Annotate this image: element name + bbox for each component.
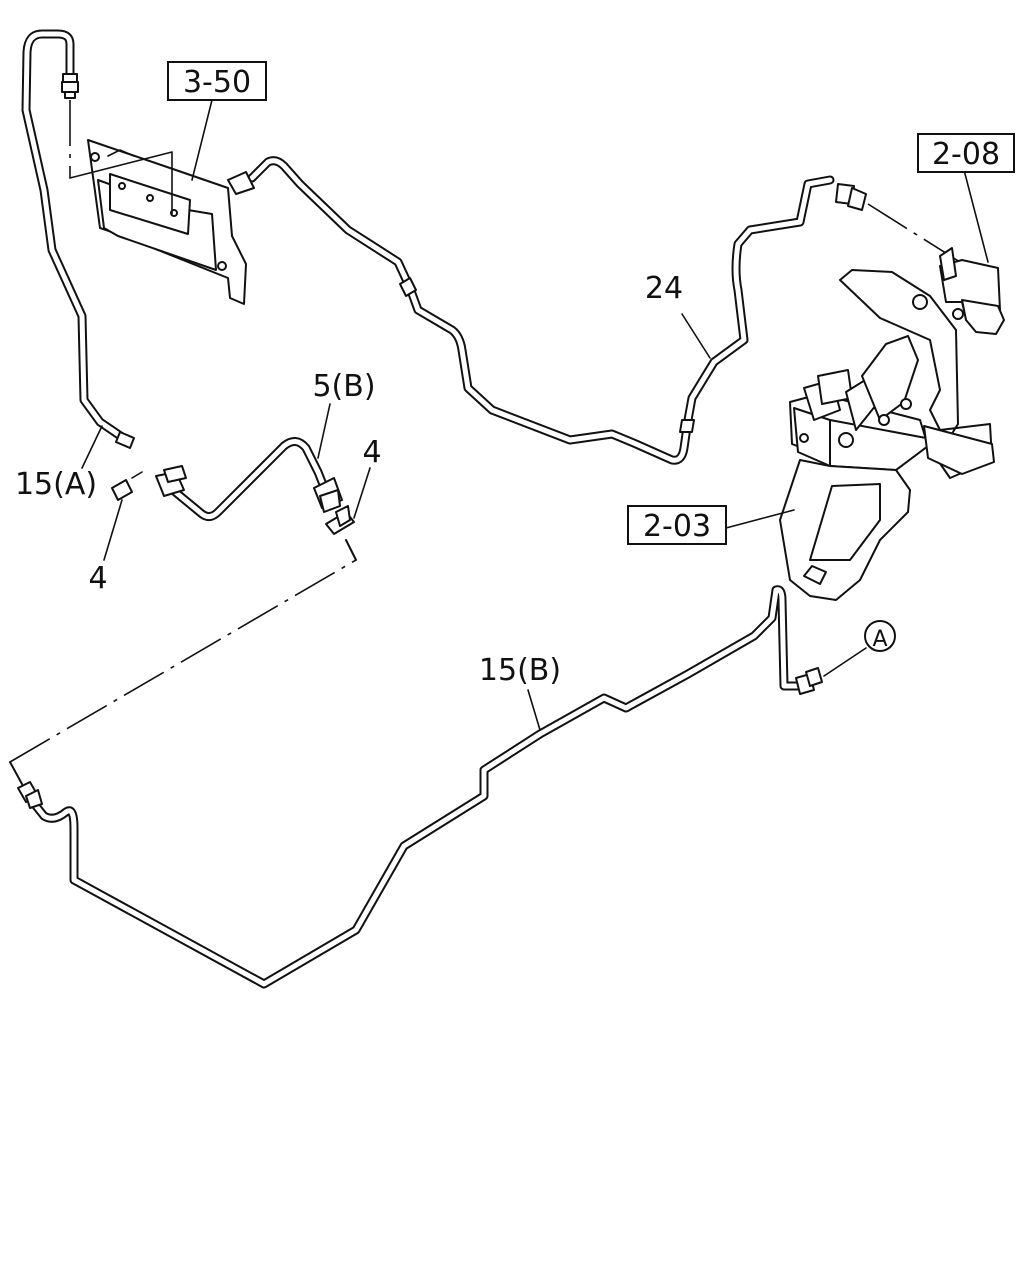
centerline-clip-tick: [345, 539, 357, 561]
callout-3-50-text: 3-50: [183, 65, 251, 100]
leader-2-03: [725, 509, 795, 529]
callout-3-50: 3-50: [167, 61, 267, 101]
connector-a-marker: A: [864, 620, 896, 652]
label-15a: 15(A): [15, 467, 97, 502]
clip-4-right: [325, 505, 355, 535]
label-24: 24: [645, 271, 683, 306]
pipe-24: [227, 156, 867, 465]
junction-bracket: [69, 139, 247, 305]
callout-2-08-text: 2-08: [932, 137, 1000, 172]
leader-15a: [81, 425, 103, 469]
leader-a: [823, 647, 867, 677]
label-4-right: 4: [362, 435, 381, 470]
centerline-15b: [9, 559, 357, 763]
hose-5b: [155, 437, 343, 522]
leader-5b: [317, 403, 331, 459]
clutch-pedal-assembly: [779, 247, 1005, 601]
connector-a-text: A: [872, 627, 887, 652]
label-5b: 5(B): [312, 369, 375, 404]
label-4-left: 4: [88, 561, 107, 596]
leader-2-08: [963, 169, 989, 263]
leader-4-right: [353, 467, 371, 519]
callout-2-03: 2-03: [627, 505, 727, 545]
centerline-15b-tick: [9, 761, 23, 785]
leader-24: [681, 313, 711, 359]
label-15b: 15(B): [479, 653, 561, 688]
leader-3-50: [191, 95, 214, 181]
callout-2-08: 2-08: [917, 133, 1015, 173]
callout-2-03-text: 2-03: [643, 509, 711, 544]
pipe-15b: [17, 585, 823, 989]
leader-4-left: [103, 499, 123, 561]
leader-15b: [527, 689, 541, 731]
pipe-15a: [21, 29, 135, 449]
clip-4-left: [111, 471, 143, 501]
